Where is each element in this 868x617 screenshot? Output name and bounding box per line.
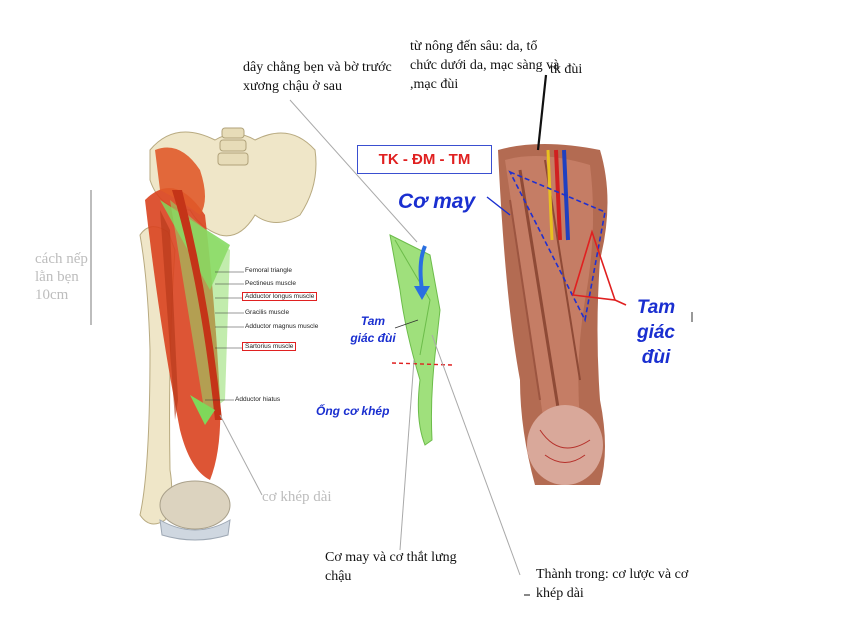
sartorius-leader [486, 196, 511, 216]
femoral-triangle-anatomy-label: Femoral triangle [245, 267, 292, 274]
distance-label: cách nếp lằn bẹn 10cm [35, 251, 88, 303]
middle-schematic [389, 234, 453, 446]
floor-muscles-label: Cơ may và cơ thắt lưng chậu [325, 550, 457, 584]
pectineus-label: Pectineus muscle [245, 280, 296, 287]
triangle-leader [394, 319, 419, 329]
inguinal-ligament-label: dây chằng bẹn và bờ trước xương chậu ở s… [243, 60, 392, 94]
leader-lines [219, 99, 521, 576]
left-thigh-illustration [90, 127, 317, 541]
femoral-triangle-label-right: Tam giác đùi [636, 297, 676, 368]
nerve-artery-vein-box: TK - ĐM - TM [357, 145, 492, 174]
sartorius-anatomy-label: Sartorius muscle [242, 342, 297, 351]
medial-wall-label: Thành trong: cơ lược và cơ khép dài [536, 567, 689, 601]
adductor-hiatus-label: Adductor hiatus [235, 396, 281, 403]
layers-label: từ nông đến sâu: da, tổ chức dưới da, mạ… [410, 39, 560, 92]
adductor-longus-vn-label: cơ khép dài [262, 489, 332, 505]
right-thigh-dissection [498, 144, 693, 485]
sartorius-label: Cơ may [398, 190, 476, 213]
femoral-nerve-label: tk đùi [550, 62, 583, 77]
adductor-magnus-label: Adductor magnus muscle [245, 323, 319, 330]
femoral-triangle-label-mid: Tam giác đùi [350, 314, 396, 345]
adductor-longus-label: Adductor longus muscle [242, 292, 318, 301]
adductor-canal-label: Ống cơ khép [316, 404, 390, 418]
gracilis-label: Gracilis muscle [245, 309, 290, 316]
nerve-leader [536, 74, 548, 151]
